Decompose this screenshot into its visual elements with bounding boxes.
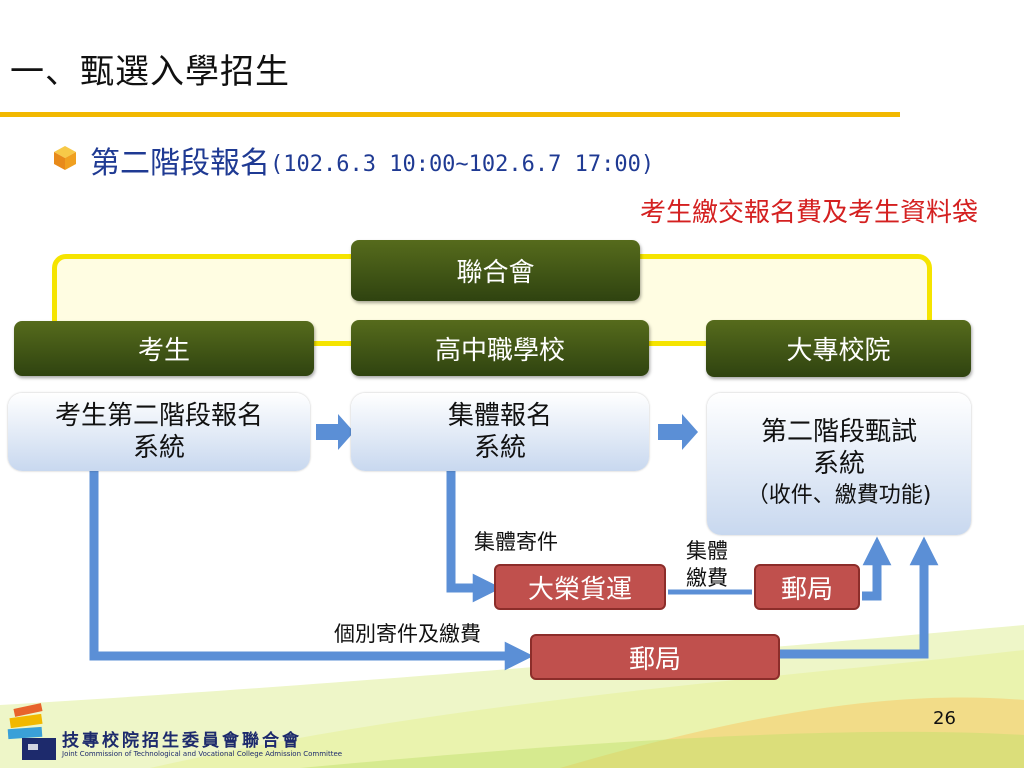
node-post-office-group: 郵局 [754, 564, 860, 610]
node-line-3: （收件、繳費功能) [746, 483, 932, 508]
post2-to-system-path [780, 536, 939, 659]
group-mail-path [446, 470, 502, 603]
node-dacheng-transport: 大榮貨運 [494, 564, 666, 610]
subtitle: 第二階段報名(102.6.3 10:00~102.6.7 17:00) [90, 138, 654, 182]
node-line-2: 系統 [473, 433, 526, 463]
subtitle-main: 第二階段報名 [90, 146, 270, 181]
arrow-right-1 [316, 414, 354, 450]
label-group-mail: 集體寄件 [474, 530, 558, 554]
node-joint-committee: 聯合會 [351, 240, 640, 301]
label-group-pay-2: 繳費 [686, 566, 728, 590]
title-underline [0, 112, 900, 117]
node-line-1: 第二階段甄試 [760, 417, 917, 447]
label-individual: 個別寄件及繳費 [334, 622, 481, 646]
node-stage2-screening-system: 第二階段甄試 系統 （收件、繳費功能) [707, 393, 971, 535]
page-number: 26 [933, 708, 956, 729]
org-name: 技專校院招生委員會聯合會 [62, 731, 302, 751]
node-student-registration-system: 考生第二階段報名 系統 [8, 393, 310, 471]
fee-note: 考生繳交報名費及考生資料袋 [639, 198, 978, 228]
slide-title: 一、甄選入學招生 [10, 52, 290, 92]
org-name-en: Joint Commission of Technological and Vo… [62, 750, 343, 758]
node-line-2: 系統 [132, 433, 185, 463]
node-student: 考生 [14, 321, 314, 376]
label-group-pay-1: 集體 [686, 539, 728, 563]
individual-path [89, 470, 534, 671]
subtitle-date: (102.6.3 10:00~102.6.7 17:00) [270, 152, 655, 177]
node-line-1: 考生第二階段報名 [54, 401, 263, 431]
node-line-1: 集體報名 [447, 401, 552, 431]
node-post-office-individual: 郵局 [530, 634, 780, 680]
node-high-school: 高中職學校 [351, 320, 649, 376]
post-to-system-path [862, 536, 892, 601]
org-logo-icon [7, 703, 56, 760]
cube-bullet-icon [54, 146, 76, 170]
node-group-registration-system: 集體報名 系統 [351, 393, 649, 471]
arrow-right-2 [658, 414, 698, 450]
node-line-2: 系統 [812, 449, 865, 479]
node-college: 大專校院 [706, 320, 971, 377]
